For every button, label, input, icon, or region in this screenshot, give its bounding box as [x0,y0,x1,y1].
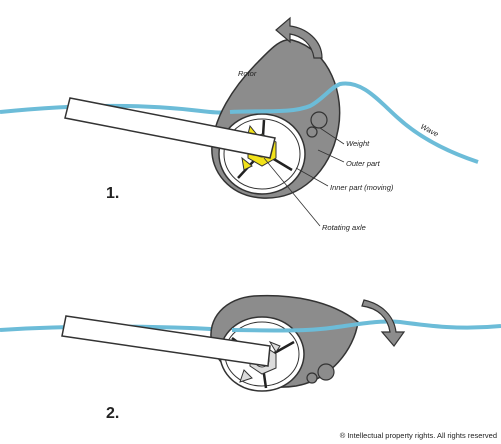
weight-circle-small-2 [306,372,318,384]
label-rotating-axle: Rotating axle [322,223,366,232]
label-inner-part: Inner part (moving) [330,183,394,192]
step-1-group: Rotor Wave Weight Outer part Inner part … [0,16,479,232]
step-number-1: 1. [106,185,119,202]
weight-circle-large-2 [317,363,335,381]
leader-inner-part [295,167,329,187]
counterclockwise-arrow-icon [275,16,323,59]
copyright-notice: ® Intellectual property rights. All righ… [340,431,497,440]
step-2-group: 2. [0,294,501,422]
weight-circle-small [306,126,318,138]
wave-line-front-2 [231,319,501,333]
clockwise-arrow-icon [361,299,406,347]
leader-axle [263,157,321,227]
label-weight: Weight [346,139,370,148]
lever-arm-2 [61,315,271,367]
label-outer-part: Outer part [346,159,381,168]
weight-circle-large [310,111,328,129]
wave-line-front-1 [229,81,479,164]
leader-outer-part [317,149,345,163]
label-rotor: Rotor [238,69,257,78]
rotor-inner-rim [223,118,301,190]
lever-arm-1 [64,97,276,159]
leader-weight [319,127,345,145]
step-number-2: 2. [106,405,119,422]
wave-line-back-1 [0,103,231,115]
